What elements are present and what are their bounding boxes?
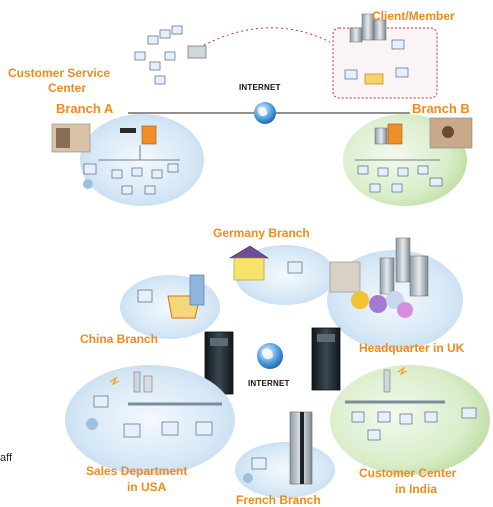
germany-branch-label: Germany Branch — [213, 226, 310, 240]
customer-india-label-line1: Customer Center — [359, 466, 457, 480]
customer-service-cluster — [134, 25, 207, 85]
china-branch-label: China Branch — [80, 332, 159, 346]
globe-icon — [257, 343, 283, 369]
french-icons — [243, 411, 313, 485]
branch-a-label: Branch A — [56, 101, 114, 116]
sales-usa-label-line1: Sales Department — [86, 464, 188, 478]
branch-b-label: Branch B — [412, 101, 470, 116]
connection-arc — [194, 27, 331, 51]
sales-usa-label-line2: in USA — [127, 480, 167, 494]
usa-network — [86, 371, 222, 438]
french-bubble — [235, 442, 335, 498]
internet-label-center: INTERNET — [248, 379, 290, 388]
customer-service-label-line1: Customer Service — [8, 66, 111, 80]
usa-bubble — [65, 365, 235, 475]
computer-icon — [287, 261, 303, 274]
branch-b-network — [355, 123, 443, 193]
client-member-label: Client/Member — [372, 9, 455, 23]
user-icon — [351, 291, 413, 318]
internet-label-top: INTERNET — [239, 83, 281, 92]
building-icon — [349, 13, 387, 43]
branch-a-network — [83, 125, 180, 195]
customer-india-label-line2: in India — [395, 482, 437, 496]
computer-icon — [344, 39, 409, 85]
headquarter-uk-label: Headquarter in UK — [359, 341, 465, 355]
french-branch-label: French Branch — [236, 493, 321, 507]
globe-icon — [254, 102, 276, 124]
china-icons — [137, 274, 205, 319]
india-network — [345, 366, 477, 441]
house-icon — [228, 245, 269, 281]
building-icon — [329, 237, 429, 297]
customer-service-label-line2: Center — [48, 81, 87, 95]
server-tower-icon — [204, 327, 341, 395]
stray-text: aff — [0, 452, 13, 464]
